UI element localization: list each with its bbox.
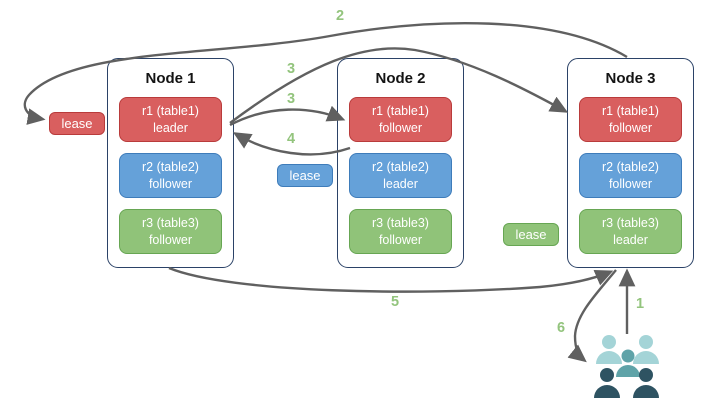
lease-badge-r3: lease xyxy=(503,223,559,246)
step-label-1: 1 xyxy=(636,296,645,312)
node-3-replica-r3: r3 (table3) leader xyxy=(579,209,682,254)
replica-name: r3 (table3) xyxy=(602,216,659,231)
step-label-3a: 3 xyxy=(287,61,296,77)
node-3-replica-r2: r2 (table2) follower xyxy=(579,153,682,198)
node-2-replica-r3: r3 (table3) follower xyxy=(349,209,452,254)
lease-label: lease xyxy=(61,116,93,131)
replica-name: r1 (table1) xyxy=(142,104,199,119)
replica-name: r2 (table2) xyxy=(372,160,429,175)
replica-role: follower xyxy=(608,120,653,135)
user-back-right-icon xyxy=(633,335,659,364)
replica-name: r1 (table1) xyxy=(372,104,429,119)
lease-label: lease xyxy=(515,227,547,242)
step-label-3b: 3 xyxy=(287,91,296,107)
replica-name: r3 (table3) xyxy=(372,216,429,231)
node-3-title: Node 3 xyxy=(605,70,656,87)
replica-name: r1 (table1) xyxy=(602,104,659,119)
user-front-right-icon xyxy=(633,368,659,398)
replica-role: leader xyxy=(613,232,648,247)
replica-role: leader xyxy=(153,120,188,135)
users-group-icon xyxy=(594,335,659,398)
user-front-left-icon xyxy=(594,368,620,398)
replica-role: follower xyxy=(608,176,653,191)
step-label-6: 6 xyxy=(557,320,566,336)
node-1-replica-r1: r1 (table1) leader xyxy=(119,97,222,142)
replica-role: follower xyxy=(378,120,423,135)
replica-name: r2 (table2) xyxy=(142,160,199,175)
arrow-step-5 xyxy=(168,266,614,293)
node-1-replica-r3: r3 (table3) follower xyxy=(119,209,222,254)
arrow-step-6 xyxy=(567,269,617,363)
replica-name: r2 (table2) xyxy=(602,160,659,175)
replica-role: follower xyxy=(378,232,423,247)
replica-role: leader xyxy=(383,176,418,191)
node-1: Node 1 r1 (table1) leader r2 (table2) fo… xyxy=(107,58,234,268)
user-middle-icon xyxy=(616,349,640,377)
replica-role: follower xyxy=(148,176,193,191)
lease-label: lease xyxy=(289,168,321,183)
node-2-replica-r1: r1 (table1) follower xyxy=(349,97,452,142)
user-back-left-icon xyxy=(596,335,622,364)
lease-badge-r1: lease xyxy=(49,112,105,135)
step-label-5: 5 xyxy=(391,294,400,310)
node-2-title: Node 2 xyxy=(375,70,426,87)
node-3-replica-r1: r1 (table1) follower xyxy=(579,97,682,142)
step-label-2: 2 xyxy=(336,8,345,24)
arrow-step-3b xyxy=(229,105,346,127)
replica-name: r3 (table3) xyxy=(142,216,199,231)
node-1-replica-r2: r2 (table2) follower xyxy=(119,153,222,198)
lease-badge-r2: lease xyxy=(277,164,333,187)
node-3: Node 3 r1 (table1) follower r2 (table2) … xyxy=(567,58,694,268)
step-label-4: 4 xyxy=(287,131,296,147)
replica-role: follower xyxy=(148,232,193,247)
node-1-title: Node 1 xyxy=(145,70,196,87)
node-2-replica-r2: r2 (table2) leader xyxy=(349,153,452,198)
node-2: Node 2 r1 (table1) follower r2 (table2) … xyxy=(337,58,464,268)
